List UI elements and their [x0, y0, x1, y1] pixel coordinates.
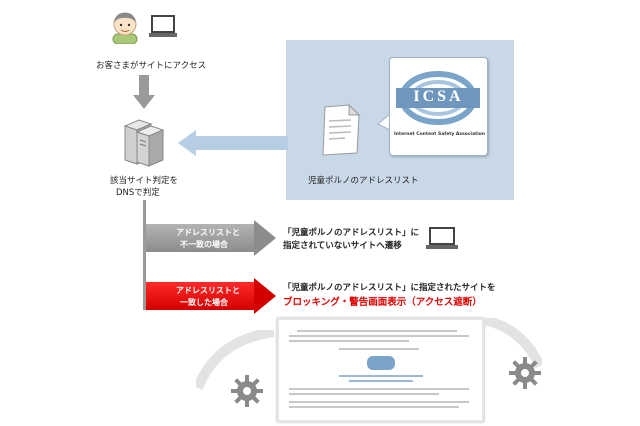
laptop-small-icon	[426, 227, 458, 249]
thumbnail-logo-icon	[367, 356, 395, 370]
mismatch-condition-line1: アドレスリストと	[176, 228, 240, 237]
warning-screen-thumbnail	[277, 318, 484, 422]
arrow-left-icon	[178, 130, 288, 156]
mismatch-result-line1: 「児童ポルノのアドレスリスト」に	[283, 228, 420, 238]
user-avatar-icon	[112, 12, 138, 44]
icsa-logo-subtext: Internet Content Safety Association	[394, 132, 486, 137]
mismatch-result-line2: 指定されていないサイトへ遷移	[283, 241, 402, 251]
mismatch-band	[146, 224, 256, 252]
match-result-line2: ブロッキング・警告画面表示（アクセス遮断）	[283, 297, 482, 308]
user-access-label: お客さまがサイトにアクセス	[96, 61, 207, 71]
flow-line	[143, 200, 146, 310]
server-label-line2: DNSで判定	[116, 188, 160, 198]
swoosh-right-icon	[482, 318, 542, 368]
match-condition-line2: 一致した場合	[180, 298, 228, 307]
mismatch-condition-line2: 不一致の場合	[180, 240, 228, 249]
dns-server-icon	[123, 119, 165, 167]
match-band	[146, 282, 256, 310]
arrow-down-icon	[133, 75, 155, 109]
match-condition-line1: アドレスリストと	[176, 286, 240, 295]
document-icon	[322, 103, 361, 156]
server-label-line1: 該当サイト判定を	[110, 176, 179, 186]
gear-block-left-icon	[231, 375, 263, 407]
icsa-swoosh-icon	[396, 71, 480, 125]
match-result-line1: 「児童ポルノのアドレスリスト」に指定されたサイトを	[283, 283, 496, 293]
laptop-icon	[149, 15, 177, 37]
icsa-logo: ICSA Internet Content Safety Association	[389, 57, 488, 156]
address-list-label: 児童ポルノのアドレスリスト	[308, 176, 419, 186]
arrow-right-red-icon	[254, 278, 276, 314]
gear-block-right-icon	[509, 357, 541, 389]
arrow-right-icon	[254, 220, 276, 256]
icsa-logo-text: ICSA	[413, 88, 464, 105]
swoosh-left-icon	[196, 330, 275, 390]
